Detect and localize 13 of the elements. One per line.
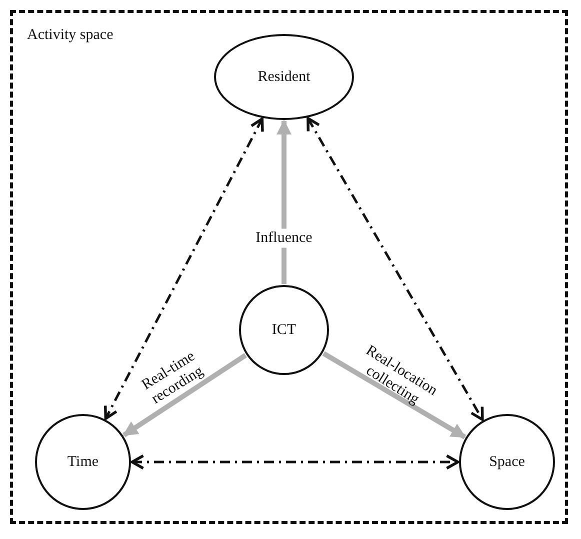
node-label: Space xyxy=(489,454,525,470)
node-label: ICT xyxy=(272,322,296,338)
node-label: Time xyxy=(67,454,99,470)
arrow xyxy=(130,454,460,470)
node-label: Resident xyxy=(258,68,310,86)
arrow xyxy=(122,353,247,438)
arrow xyxy=(276,120,292,284)
arrow xyxy=(306,117,484,421)
frame-title: Activity space xyxy=(27,27,114,44)
arrow xyxy=(104,117,264,420)
activity-space-frame xyxy=(10,10,568,524)
arrow xyxy=(322,351,466,440)
edge-label: Influence xyxy=(254,228,314,248)
